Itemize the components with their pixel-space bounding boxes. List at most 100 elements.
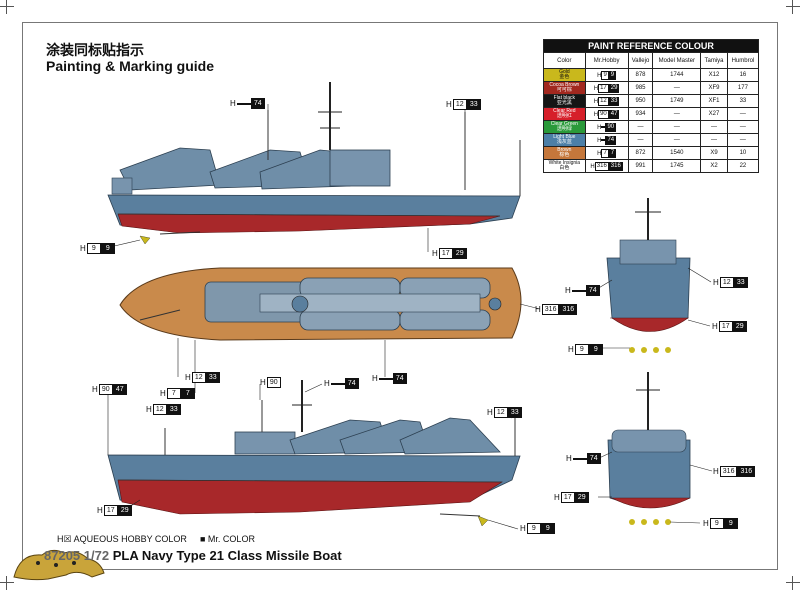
mr-chip: 33 — [608, 96, 620, 106]
color-name-cn: 棕色 — [559, 152, 570, 158]
mr-chip: 316 — [608, 161, 623, 171]
mr-chip: 7 — [608, 148, 617, 158]
humbrol-cell: 16 — [726, 68, 760, 82]
title-chinese: 涂装同标贴指示 — [46, 42, 144, 58]
modelmaster-cell: — — [652, 133, 702, 147]
color-name-cn: 透明红 — [556, 113, 572, 119]
title-english: Painting & Marking guide — [46, 58, 215, 74]
aq-chip — [601, 139, 606, 141]
tamiya-cell: X2 — [700, 159, 728, 173]
color-name-cn: 浅灰蓝 — [556, 139, 572, 145]
vallejo-cell: 878 — [627, 68, 654, 82]
humbrol-cell: — — [726, 107, 760, 121]
mr-chip: 47 — [608, 109, 620, 119]
vallejo-cell: 991 — [627, 159, 654, 173]
aq-chip: 90 — [598, 109, 609, 119]
paint-table-header: PAINT REFERENCE COLOUR — [543, 39, 759, 53]
color-name-cn: 可可棕 — [556, 87, 572, 93]
side-view-bottom — [107, 380, 521, 527]
aq-chip: 17 — [598, 83, 609, 93]
vallejo-cell: 872 — [627, 146, 654, 160]
color-name-en: Gold — [559, 68, 570, 75]
tamiya-cell: XF9 — [700, 81, 728, 95]
color-name-cn: 金色 — [559, 74, 570, 80]
humbrol-cell: 10 — [726, 146, 760, 160]
mr-chip: 74 — [605, 135, 617, 145]
aq-chip: 9 — [601, 70, 609, 80]
modelmaster-cell: 1540 — [652, 146, 702, 160]
col-tamiya: Tamiya — [700, 52, 728, 69]
side-view-top — [107, 82, 521, 245]
col-color: Color — [543, 52, 586, 69]
footer-kit-title: PLA Navy Type 21 Class Missile Boat — [112, 548, 342, 563]
humbrol-cell: — — [726, 133, 760, 147]
col-vallejo: Vallejo — [627, 52, 654, 69]
color-name-en: Flat black — [553, 94, 576, 101]
mr-chip: 29 — [608, 83, 620, 93]
modelmaster-cell: — — [652, 107, 702, 121]
modelmaster-cell: — — [652, 120, 702, 134]
footer-kit-number: 87205 1/72 — [44, 548, 110, 563]
vallejo-cell: — — [627, 120, 654, 134]
color-name-cn: 白色 — [559, 165, 570, 171]
color-name-en: Clear Red — [553, 107, 576, 114]
aq-chip: 316 — [594, 161, 609, 171]
tamiya-cell: X9 — [700, 146, 728, 160]
legend-aqueous: H☒ AQUEOUS HOBBY COLOR — [57, 534, 187, 544]
tamiya-cell: — — [700, 133, 728, 147]
aq-chip: 12 — [598, 96, 609, 106]
vallejo-cell: 934 — [627, 107, 654, 121]
color-name-en: Cocoa Brown — [549, 81, 580, 88]
crop-mark-bl — [0, 576, 14, 590]
vallejo-cell: 985 — [627, 81, 654, 95]
aq-chip: 7 — [601, 148, 609, 158]
modelmaster-cell: 1744 — [652, 68, 702, 82]
vallejo-cell: — — [627, 133, 654, 147]
color-name-en: Light Blue — [553, 133, 576, 140]
footer-title: 87205 1/72 PLA Navy Type 21 Class Missil… — [44, 548, 342, 563]
tamiya-cell: XF1 — [700, 94, 728, 108]
col-humbrol: Humbrol — [726, 52, 760, 69]
humbrol-cell: 33 — [726, 94, 760, 108]
stern-view — [606, 198, 691, 353]
aq-chip — [601, 126, 606, 128]
color-name-cn: 透明绿 — [556, 126, 572, 132]
col-modelmaster: Model Master — [652, 52, 702, 69]
color-name-en: White Insignia — [548, 159, 581, 166]
humbrol-cell: 177 — [726, 81, 760, 95]
mr-chip: 9 — [608, 70, 617, 80]
